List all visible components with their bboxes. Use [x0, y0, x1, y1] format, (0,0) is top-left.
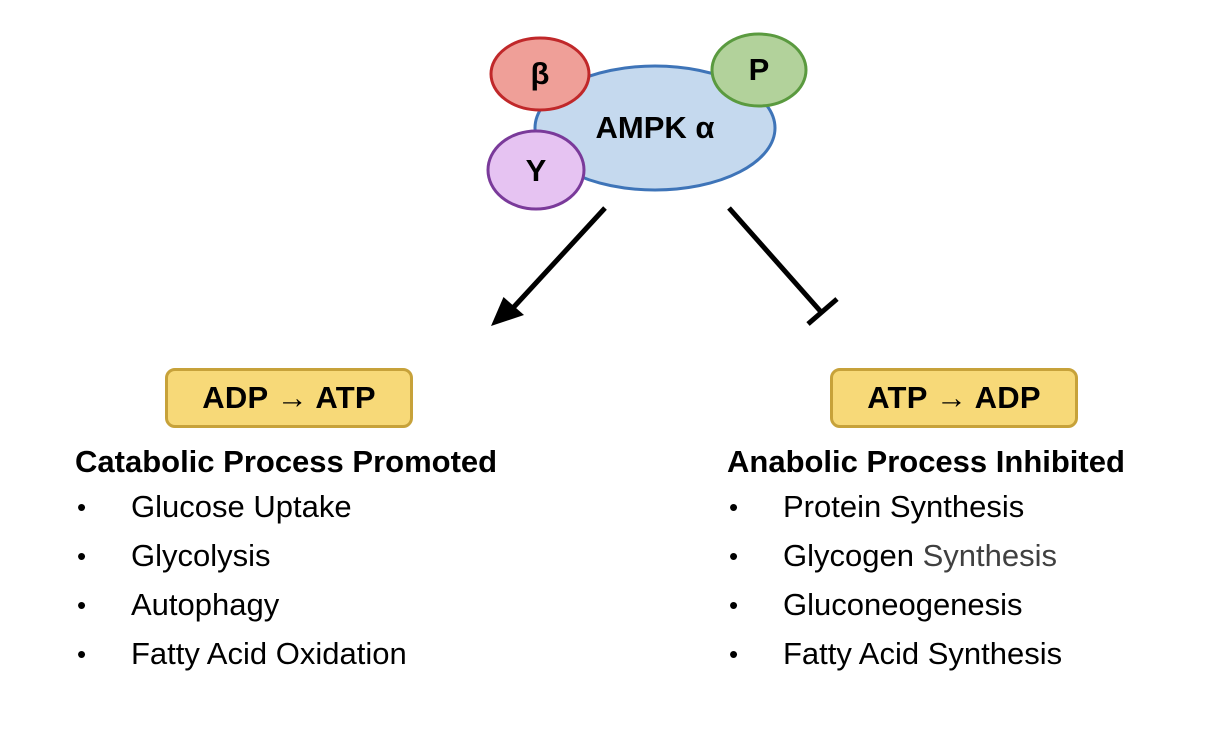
beta-subunit-label: β — [531, 56, 550, 91]
gamma-subunit-node — [486, 129, 586, 211]
catabolic-list: • Glucose Uptake • Glycolysis • Autophag… — [75, 487, 497, 683]
bullet-icon: • — [729, 492, 739, 522]
list-item-text: Protein Synthesis — [783, 489, 1025, 524]
bullet-icon: • — [729, 541, 739, 571]
inhibition-line — [727, 206, 824, 315]
list-item-text-muted: Synthesis — [922, 538, 1057, 573]
list-item: • Gluconeogenesis — [727, 585, 1125, 634]
inhibition-bar — [806, 297, 839, 326]
list-item-text: Glucose Uptake — [131, 489, 352, 524]
list-item: • Protein Synthesis — [727, 487, 1125, 536]
list-item: • Fatty Acid Synthesis — [727, 634, 1125, 683]
bullet-icon: • — [77, 590, 87, 620]
bullet-icon: • — [77, 541, 87, 571]
anabolic-title: Anabolic Process Inhibited — [727, 444, 1125, 479]
ampk-alpha-node — [533, 64, 777, 192]
bullet-icon: • — [77, 492, 87, 522]
atp-to-adp-label: ATP → ADP — [867, 380, 1041, 415]
list-item-text: Gluconeogenesis — [783, 587, 1023, 622]
list-item: • Glycogen Synthesis — [727, 536, 1125, 585]
bullet-icon: • — [77, 639, 87, 669]
atp-to-adp-box: ATP → ADP — [830, 368, 1078, 428]
list-item-text: Glycogen — [783, 538, 923, 573]
p-subunit-label: P — [749, 52, 770, 87]
list-item: • Glucose Uptake — [75, 487, 497, 536]
bullet-icon: • — [729, 590, 739, 620]
gamma-subunit-label: Y — [526, 153, 547, 188]
catabolic-section: Catabolic Process Promoted • Glucose Upt… — [75, 444, 497, 683]
activation-arrowhead — [491, 297, 524, 326]
beta-subunit-node — [489, 36, 591, 112]
list-item-text: Glycolysis — [131, 538, 271, 573]
list-item-text: Autophagy — [131, 587, 280, 622]
list-item: • Fatty Acid Oxidation — [75, 634, 497, 683]
list-item-text: Fatty Acid Oxidation — [131, 636, 407, 671]
bullet-icon: • — [729, 639, 739, 669]
list-item: • Autophagy — [75, 585, 497, 634]
catabolic-title: Catabolic Process Promoted — [75, 444, 498, 479]
adp-to-atp-box: ADP → ATP — [165, 368, 413, 428]
adp-to-atp-label: ADP → ATP — [202, 380, 376, 415]
ampk-alpha-label: AMPK α — [596, 110, 715, 145]
anabolic-list: • Protein Synthesis • Glycogen Synthesis… — [727, 487, 1125, 683]
activation-arrow-shaft — [510, 206, 607, 311]
list-item-text: Fatty Acid Synthesis — [783, 636, 1063, 671]
list-item: • Glycolysis — [75, 536, 497, 585]
anabolic-section: Anabolic Process Inhibited • Protein Syn… — [727, 444, 1125, 683]
p-subunit-node — [710, 32, 808, 108]
